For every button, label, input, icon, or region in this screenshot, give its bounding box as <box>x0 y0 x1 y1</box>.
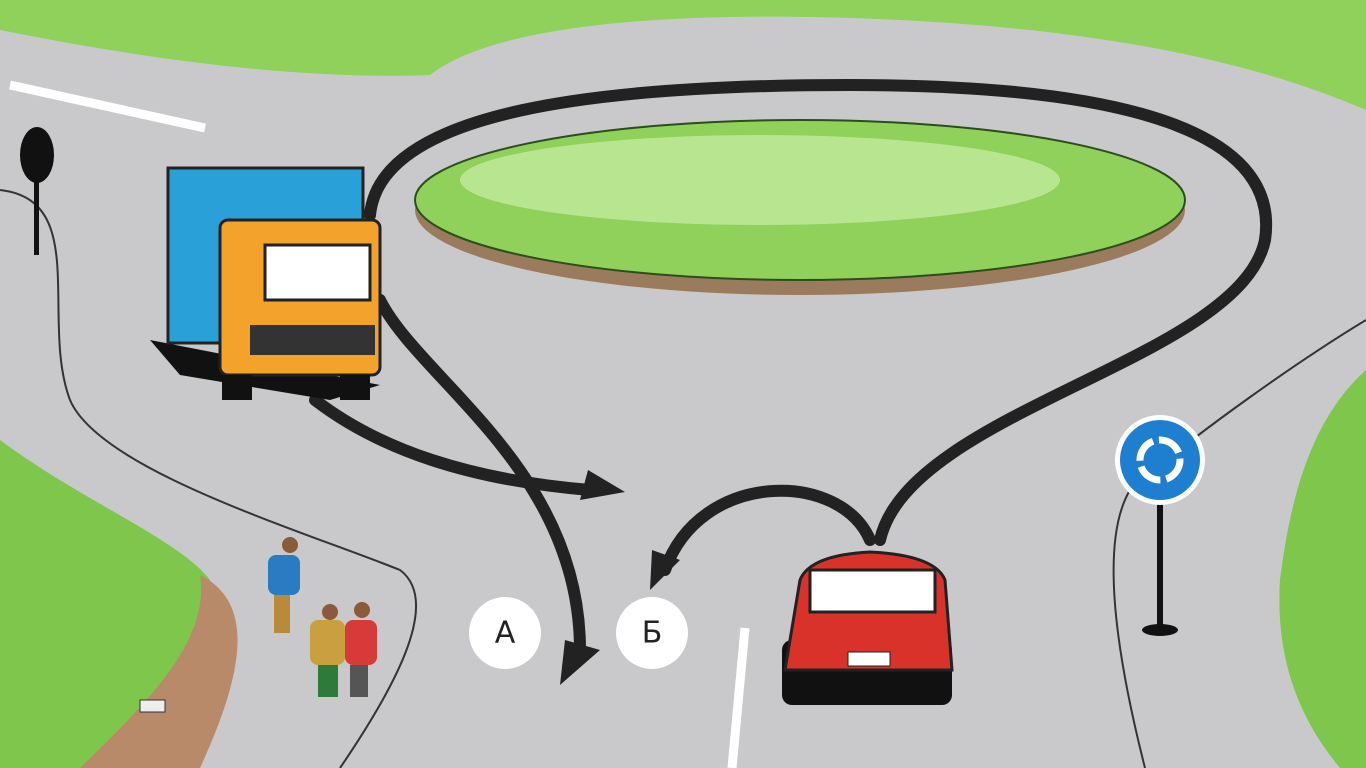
label-b: Б <box>616 597 688 669</box>
pedestrians <box>139 537 377 713</box>
sign-face <box>1120 420 1200 500</box>
pedestrian-head <box>282 537 298 553</box>
sign-base <box>1142 624 1178 636</box>
path-a <box>374 294 586 656</box>
pedestrian-body <box>268 555 300 595</box>
roundabout-sign <box>1115 415 1205 636</box>
arrow-head-b <box>650 550 680 590</box>
pedestrian-head <box>354 602 370 618</box>
route-paths <box>309 78 1273 656</box>
truck-wheel <box>340 375 370 400</box>
truck-grille <box>250 325 375 355</box>
arrow-head-truck <box>580 470 625 500</box>
island-highlight <box>460 135 1060 225</box>
label-a-text: А <box>495 616 516 651</box>
sign-back <box>20 127 54 183</box>
lane-marking-left <box>9 80 206 133</box>
label-b-text: Б <box>642 616 663 651</box>
circular-arrows-icon <box>1136 436 1184 484</box>
pedestrian-head <box>322 604 338 620</box>
pedestrian-legs <box>318 665 338 697</box>
label-a-circle <box>469 597 541 669</box>
sign-pole <box>34 170 39 255</box>
road-edge-left <box>0 189 417 768</box>
dog <box>139 699 166 713</box>
sign-post-left <box>20 127 54 255</box>
lane-marking-center <box>727 627 750 768</box>
arrow-head-a <box>560 640 600 685</box>
sign-pole <box>1157 500 1163 628</box>
grass-right <box>1279 370 1366 768</box>
truck-windshield <box>263 243 372 302</box>
dirt-path <box>80 575 238 768</box>
pedestrian-body <box>310 620 345 665</box>
red-car <box>782 550 954 705</box>
label-a: А <box>469 597 541 669</box>
grass-top <box>0 0 1366 110</box>
pedestrian-legs <box>350 665 368 697</box>
car-license-plate <box>847 651 891 667</box>
pedestrian-legs <box>274 595 290 633</box>
truck <box>150 166 382 400</box>
car-rear-window <box>808 568 937 614</box>
label-b-circle <box>616 597 688 669</box>
truck-wheel <box>222 375 252 400</box>
pedestrian-body <box>345 620 377 665</box>
car-roundabout-path <box>364 78 1273 546</box>
truck-exit-path <box>309 394 596 496</box>
path-b <box>659 484 876 576</box>
